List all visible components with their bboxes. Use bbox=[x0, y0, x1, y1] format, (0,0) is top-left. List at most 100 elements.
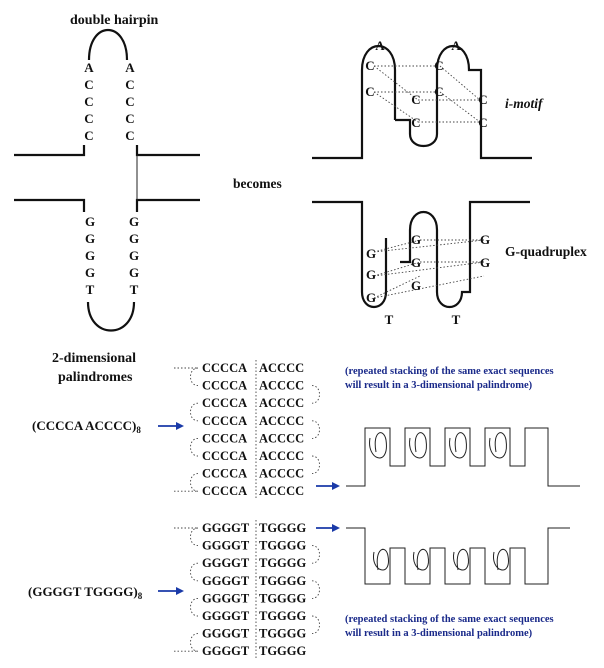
hairpin-bottom-right-bases: GGGGT bbox=[129, 214, 139, 297]
lower-right-arm bbox=[135, 198, 200, 212]
g-quadruplex-label: G-quadruplex bbox=[505, 244, 587, 259]
stack-loop bbox=[190, 402, 199, 422]
i-motif-right-strand bbox=[395, 44, 532, 160]
hairpin-bottom-left-bases: GGGGT bbox=[85, 214, 95, 297]
stack-loop bbox=[311, 545, 320, 564]
strand-loop bbox=[489, 432, 507, 459]
note-bottom-line2: will result in a 3-dimensional palindrom… bbox=[345, 628, 533, 639]
strand-loop bbox=[449, 432, 467, 459]
repeat-left-seq: CCCCA bbox=[202, 396, 247, 410]
upper-right-arm bbox=[135, 145, 200, 157]
c-repeat-stack: CCCCA ACCCC CCCCA ACCCC CCCCA ACCCC CCCCA ACCCC… bbox=[174, 360, 320, 500]
hairpin-base: C bbox=[84, 111, 93, 126]
note-top-line1: (repeated stacking of the same exact seq… bbox=[345, 366, 554, 377]
repeat-right-seq: ACCCC bbox=[259, 379, 304, 393]
repeat-right-seq: TGGGG bbox=[259, 521, 307, 535]
i-motif-base: C bbox=[434, 84, 443, 99]
i-motif-base: A bbox=[451, 38, 461, 53]
hairpin-base: T bbox=[86, 282, 95, 297]
repeat-right-seq: ACCCC bbox=[259, 431, 304, 445]
stack-loop bbox=[311, 615, 320, 635]
repeat-right-seq: TGGGG bbox=[259, 539, 307, 553]
i-motif-base: A bbox=[375, 38, 385, 53]
g-quad-left-strand bbox=[312, 200, 388, 309]
repeat-left-seq: CCCCA bbox=[202, 449, 247, 463]
g-quad-base: G bbox=[366, 267, 376, 282]
g-quad-right-strand bbox=[400, 200, 530, 308]
hairpin-base: A bbox=[125, 60, 135, 75]
g-quad-base: T bbox=[385, 312, 394, 327]
repeat-left-seq: CCCCA bbox=[202, 431, 247, 445]
stack-loop bbox=[311, 420, 320, 439]
repeat-right-seq: ACCCC bbox=[259, 467, 304, 481]
i-motif-base: C bbox=[365, 58, 374, 73]
repeat-row: CCCCA ACCCC bbox=[202, 449, 304, 463]
palindromes-label-line2: palindromes bbox=[58, 370, 133, 385]
repeat-left-seq: GGGGT bbox=[202, 556, 250, 570]
i-motif-pairings bbox=[373, 65, 481, 123]
stack-loop bbox=[190, 527, 199, 547]
stack-loop bbox=[311, 580, 320, 599]
g-quad-base: T bbox=[452, 312, 461, 327]
i-motif-base: C bbox=[478, 115, 487, 130]
stack-loop bbox=[190, 562, 199, 582]
hairpin-base: C bbox=[84, 94, 93, 109]
upper-hairpin-loop bbox=[87, 29, 129, 61]
stack-loop bbox=[190, 473, 199, 492]
becomes-label: becomes bbox=[233, 176, 282, 191]
i-motif-base: C bbox=[411, 92, 420, 107]
i-motif-base: C bbox=[434, 58, 443, 73]
repeat-left-seq: CCCCA bbox=[202, 361, 247, 375]
repeat-left-seq: GGGGT bbox=[202, 644, 250, 658]
stack-loop bbox=[311, 455, 320, 475]
repeat-row: CCCCA ACCCC bbox=[202, 431, 304, 445]
strand-loop bbox=[413, 548, 429, 571]
repeat-right-seq: TGGGG bbox=[259, 591, 307, 605]
repeat-right-seq: ACCCC bbox=[259, 484, 304, 498]
formula-c-arrowhead bbox=[176, 422, 184, 430]
g-3d-loops bbox=[373, 548, 509, 571]
strand-loop bbox=[493, 548, 509, 571]
lower-left-arm bbox=[14, 198, 86, 212]
repeat-left-seq: GGGGT bbox=[202, 574, 250, 588]
repeat-right-seq: ACCCC bbox=[259, 414, 304, 428]
repeat-row: GGGGT TGGGG bbox=[202, 521, 307, 535]
hairpin-base: G bbox=[85, 231, 95, 246]
repeat-left-seq: GGGGT bbox=[202, 539, 250, 553]
hairpin-top-right-bases: ACCCC bbox=[125, 60, 135, 143]
hairpin-base: G bbox=[129, 248, 139, 263]
strand-loop bbox=[409, 432, 427, 459]
c-stack-to-3d-arrowhead bbox=[332, 482, 340, 490]
g-quad-base: G bbox=[411, 232, 421, 247]
g-3d-palindrome bbox=[346, 527, 570, 585]
g-quad-base: G bbox=[411, 255, 421, 270]
hairpin-base: G bbox=[129, 214, 139, 229]
formula-c: (CCCCA ACCCC)8 bbox=[32, 418, 141, 435]
g-quad-base: G bbox=[366, 290, 376, 305]
hairpin-base: G bbox=[85, 214, 95, 229]
i-motif-base: C bbox=[478, 92, 487, 107]
i-motif-left-strand bbox=[312, 44, 397, 160]
g-quad-base: G bbox=[366, 246, 376, 261]
repeat-right-seq: TGGGG bbox=[259, 556, 307, 570]
repeat-left-seq: GGGGT bbox=[202, 521, 250, 535]
hairpin-base: C bbox=[125, 111, 134, 126]
hairpin-base: G bbox=[85, 248, 95, 263]
lower-hairpin-loop bbox=[86, 301, 136, 332]
repeat-row: GGGGT TGGGG bbox=[202, 539, 307, 553]
repeat-right-seq: ACCCC bbox=[259, 449, 304, 463]
g-quad-pairings bbox=[373, 239, 485, 299]
c-3d-palindrome bbox=[346, 427, 580, 487]
